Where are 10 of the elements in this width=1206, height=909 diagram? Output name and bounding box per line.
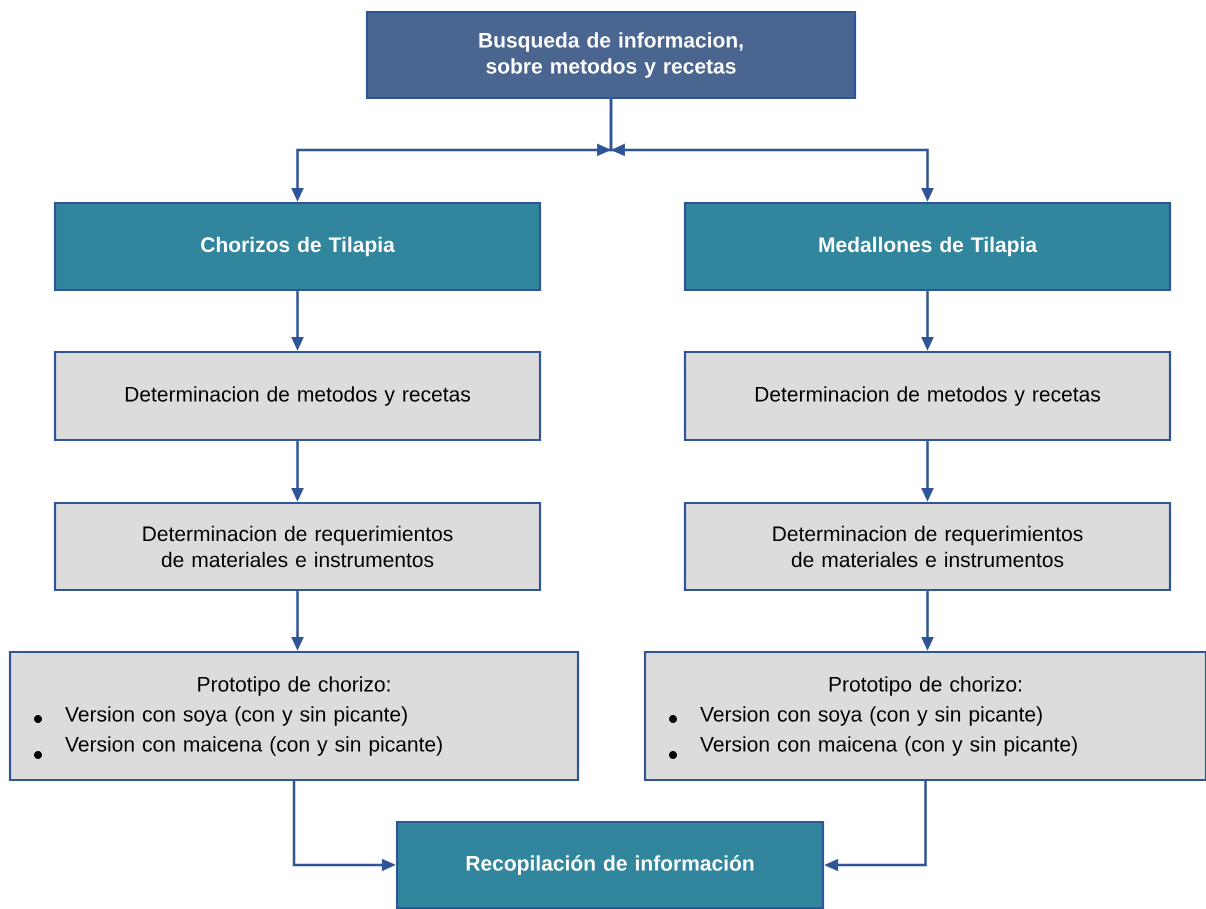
process-box: Recopilación de información xyxy=(395,820,825,909)
process-box: Medallones de Tilapia xyxy=(683,201,1172,292)
process-box: Determinacion de requerimientos de materiales e instrumentos xyxy=(53,501,542,592)
heading-box: Busqueda de informacion, sobre metodos y recetas xyxy=(365,10,857,100)
process-box: Prototipo de chorizo: Version con soya (con y sin picante) Version con maicena (con y sin picante) xyxy=(643,650,1206,782)
process-box: Chorizos de Tilapia xyxy=(53,201,542,292)
process-box: Determinacion de metodos y recetas xyxy=(683,350,1172,442)
process-box: Prototipo de chorizo: Version con soya (con y sin picante) Version con maicena (con y sin picante) xyxy=(8,650,580,782)
process-box: Determinacion de metodos y recetas xyxy=(53,350,542,442)
process-box: Determinacion de requerimientos de materiales e instrumentos xyxy=(683,501,1172,592)
